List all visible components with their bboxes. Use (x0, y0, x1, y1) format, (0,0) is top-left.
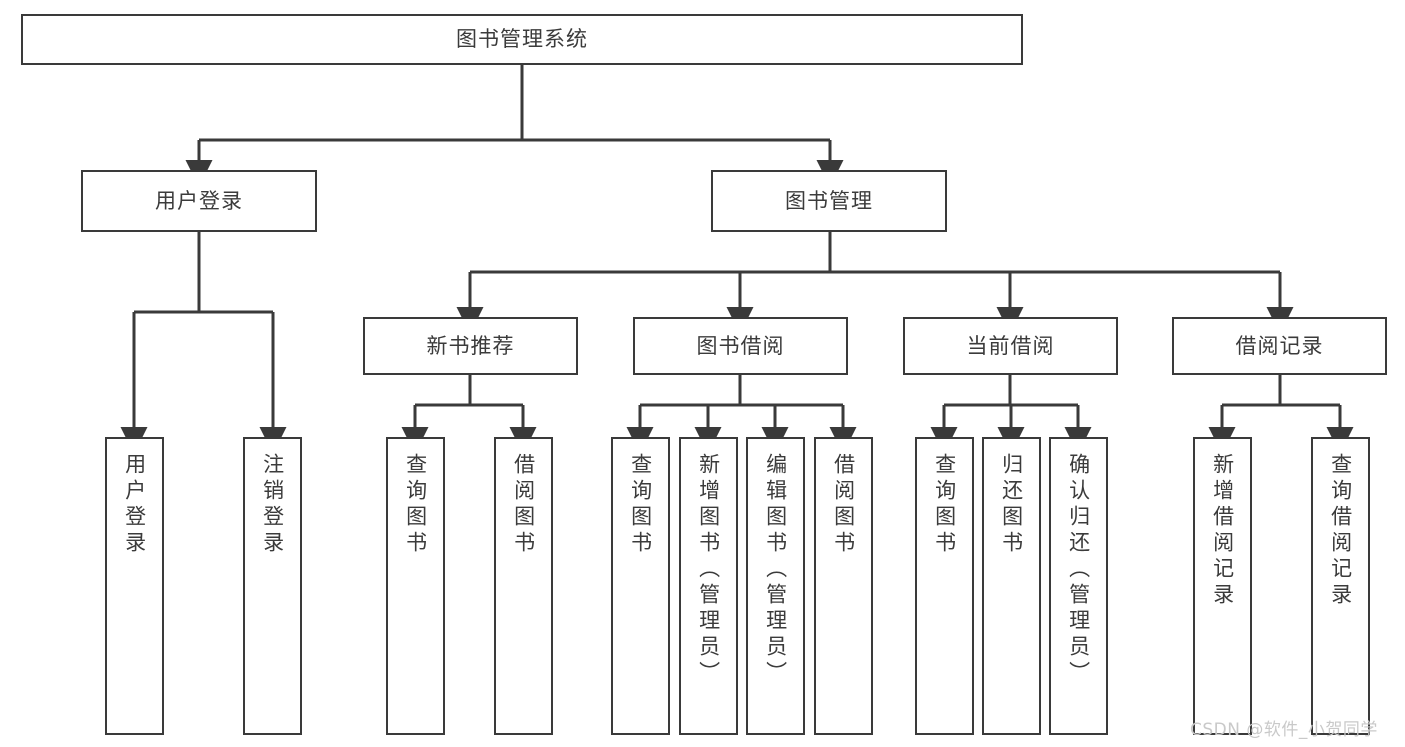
leaf-label: 借阅图书 (511, 453, 536, 557)
leaf-book-borrow-query-book[interactable]: 查询图书 (611, 437, 670, 735)
leaf-label: 注销登录 (260, 453, 285, 557)
node-current-borrow[interactable]: 当前借阅 (903, 317, 1118, 375)
leaf-book-borrow-borrow-book[interactable]: 借阅图书 (814, 437, 873, 735)
node-book-management-label: 图书管理 (785, 188, 873, 213)
leaf-label: 用户登录 (122, 453, 147, 557)
node-user-login-label: 用户登录 (155, 188, 243, 213)
leaf-label: 借阅图书 (831, 453, 856, 557)
leaf-current-borrow-return-book[interactable]: 归还图书 (982, 437, 1041, 735)
leaf-new-book-query-book[interactable]: 查询图书 (386, 437, 445, 735)
leaf-label: 查询图书 (932, 453, 957, 557)
leaf-label: 查询借阅记录 (1328, 453, 1353, 609)
leaf-borrow-record-add-record[interactable]: 新增借阅记录 (1193, 437, 1252, 735)
node-book-management[interactable]: 图书管理 (711, 170, 947, 232)
leaf-borrow-record-query-record[interactable]: 查询借阅记录 (1311, 437, 1370, 735)
leaf-label: 新增借阅记录 (1210, 453, 1235, 609)
node-book-borrow-label: 图书借阅 (696, 333, 785, 358)
leaf-book-borrow-edit-book-admin[interactable]: 编辑图书（管理员） (746, 437, 805, 735)
node-borrow-record-label: 借阅记录 (1235, 333, 1324, 358)
leaf-new-book-borrow-book[interactable]: 借阅图书 (494, 437, 553, 735)
node-new-book-recommend-label: 新书推荐 (426, 333, 515, 358)
leaf-label: 归还图书 (999, 453, 1024, 557)
leaf-user-login-login[interactable]: 用户登录 (105, 437, 164, 735)
leaf-label: 新增图书（管理员） (696, 453, 721, 687)
leaf-label: 编辑图书（管理员） (763, 453, 788, 687)
node-root-book-management-system[interactable]: 图书管理系统 (21, 14, 1023, 65)
node-new-book-recommend[interactable]: 新书推荐 (363, 317, 578, 375)
node-current-borrow-label: 当前借阅 (966, 333, 1055, 358)
leaf-user-login-logout[interactable]: 注销登录 (243, 437, 302, 735)
node-root-label: 图书管理系统 (456, 27, 588, 52)
leaf-label: 查询图书 (628, 453, 653, 557)
leaf-current-borrow-query-book[interactable]: 查询图书 (915, 437, 974, 735)
node-user-login[interactable]: 用户登录 (81, 170, 317, 232)
leaf-label: 确认归还（管理员） (1066, 453, 1091, 687)
leaf-book-borrow-add-book-admin[interactable]: 新增图书（管理员） (679, 437, 738, 735)
leaf-label: 查询图书 (403, 453, 428, 557)
leaf-current-borrow-confirm-return-admin[interactable]: 确认归还（管理员） (1049, 437, 1108, 735)
node-borrow-record[interactable]: 借阅记录 (1172, 317, 1387, 375)
node-book-borrow[interactable]: 图书借阅 (633, 317, 848, 375)
